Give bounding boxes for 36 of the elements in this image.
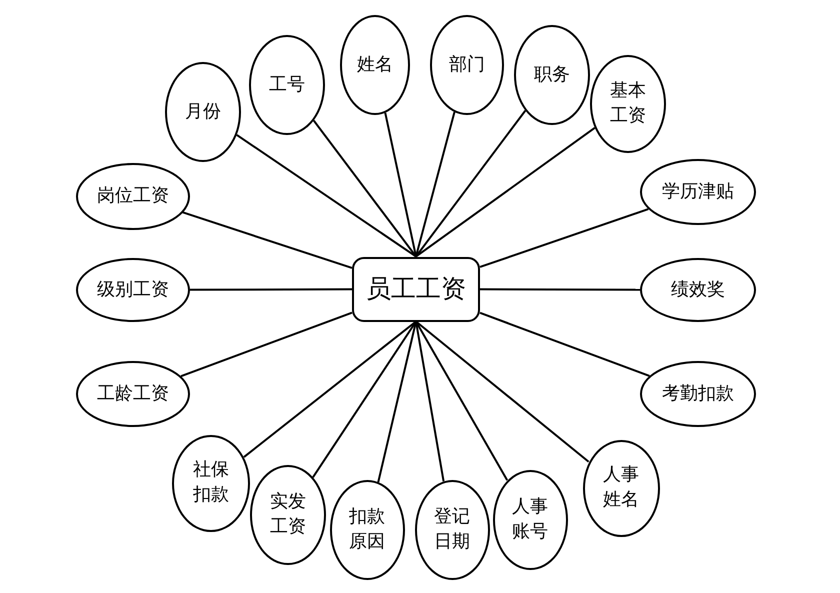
attribute-name: 岗位工资 <box>97 184 169 208</box>
connector-line <box>236 134 417 258</box>
connector-line <box>180 312 352 378</box>
attribute-name: 姓名 <box>357 52 393 77</box>
connector-line <box>480 288 640 291</box>
attribute-name: 职务 <box>534 62 570 87</box>
connector-line <box>415 112 456 257</box>
attribute-name: 月份 <box>185 100 221 124</box>
connector-line <box>384 112 417 257</box>
connector-line <box>415 321 508 481</box>
connector-line <box>415 127 596 258</box>
attribute-name: 社保扣款 <box>192 458 230 507</box>
attribute-name: 扣款原因 <box>348 505 386 554</box>
attribute-name: 绩效奖 <box>671 278 725 302</box>
attribute-name: 人事账号 <box>511 495 549 544</box>
connector-line <box>415 321 445 482</box>
connector-line <box>480 208 649 268</box>
connector-line <box>190 288 352 291</box>
attribute-name: 级别工资 <box>97 278 169 302</box>
attribute-name: 工号 <box>269 72 305 97</box>
connector-line <box>312 120 417 258</box>
connector-line <box>415 320 590 462</box>
connector-line <box>377 321 417 483</box>
connector-line <box>480 312 650 377</box>
attribute-name: 工龄工资 <box>97 382 169 406</box>
entity-box <box>352 256 480 322</box>
entity-name: 员工工资 <box>366 273 466 305</box>
attribute-name: 实发工资 <box>269 490 307 539</box>
connector-line <box>243 320 417 458</box>
attribute-name: 人事姓名 <box>602 463 640 512</box>
attribute-name: 登记日期 <box>433 505 471 554</box>
attribute-name: 基本工资 <box>609 79 647 128</box>
attribute-name: 考勤扣款 <box>662 382 734 406</box>
attribute-name: 学历津贴 <box>662 180 734 204</box>
attribute-name: 部门 <box>449 52 485 77</box>
connector-line <box>415 110 526 258</box>
